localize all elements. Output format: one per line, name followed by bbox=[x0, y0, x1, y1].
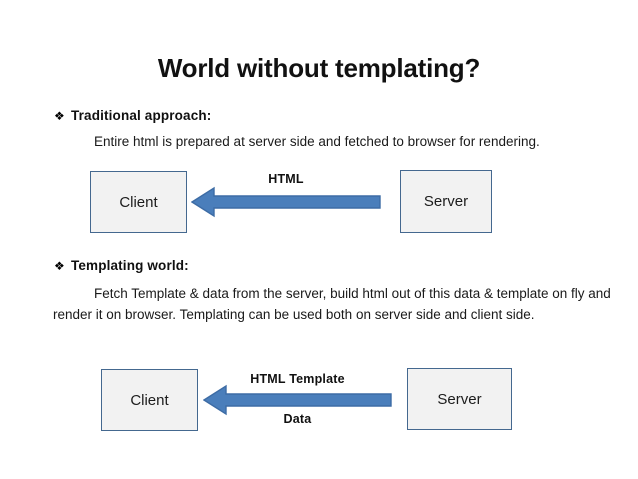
diagram1-client-box: Client bbox=[90, 171, 187, 233]
paragraph-traditional-approach: Entire html is prepared at server side a… bbox=[94, 134, 540, 149]
diagram1-left-arrow-icon bbox=[191, 186, 381, 218]
diagram2-server-box: Server bbox=[407, 368, 512, 430]
diamond-bullet-icon: ❖ bbox=[54, 109, 65, 123]
diagram2-arrow-label-below: Data bbox=[283, 412, 312, 426]
diagram2-left-arrow-icon bbox=[203, 384, 392, 416]
diamond-bullet-icon: ❖ bbox=[54, 259, 65, 273]
bullet-heading-label: Templating world: bbox=[71, 258, 189, 273]
page-title: World without templating? bbox=[157, 53, 481, 83]
diagram2-client-box: Client bbox=[101, 369, 198, 431]
bullet-heading-traditional-approach: ❖ Traditional approach: bbox=[54, 108, 211, 123]
bullet-heading-templating-world: ❖ Templating world: bbox=[54, 258, 189, 273]
diagram1-server-box: Server bbox=[400, 170, 492, 233]
diagram2-arrow-label-above: HTML Template bbox=[250, 372, 345, 386]
diagram1-arrow-label-above: HTML bbox=[268, 172, 304, 186]
bullet-heading-label: Traditional approach: bbox=[71, 108, 212, 123]
paragraph-templating-world: Fetch Template & data from the server, b… bbox=[53, 286, 611, 322]
